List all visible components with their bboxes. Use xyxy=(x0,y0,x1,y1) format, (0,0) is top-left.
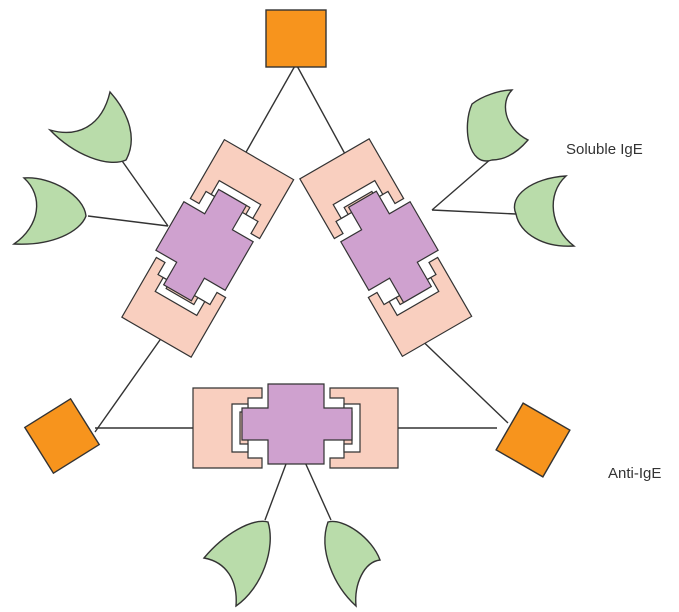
line-top-right-upper xyxy=(295,63,346,155)
line-left-lower xyxy=(94,329,168,433)
anti-ige-label: Anti-IgE xyxy=(608,465,662,482)
antibody-left xyxy=(121,138,295,359)
stem-right-top xyxy=(431,157,493,211)
antibody-right xyxy=(299,137,473,358)
antibody-bottom xyxy=(192,383,399,469)
stem-left-top xyxy=(119,157,169,227)
receptor-crescent-icon xyxy=(47,90,132,164)
antigen-right xyxy=(495,402,571,478)
line-right-lower xyxy=(410,329,509,424)
stem-left-bottom xyxy=(87,215,169,227)
soluble-ige-label: Soluble IgE xyxy=(566,141,643,158)
receptor-crescent-icon xyxy=(11,177,87,245)
stem-right-bottom xyxy=(431,209,517,215)
line-top-left-upper xyxy=(244,63,297,155)
receptor-crescent-icon xyxy=(324,520,381,608)
antigen-left xyxy=(23,397,101,475)
receptor-crescent-icon xyxy=(466,89,530,162)
receptors xyxy=(11,89,576,608)
receptor-crescent-icon xyxy=(513,175,576,247)
antigen-top xyxy=(265,9,327,68)
receptor-crescent-icon xyxy=(202,520,271,608)
